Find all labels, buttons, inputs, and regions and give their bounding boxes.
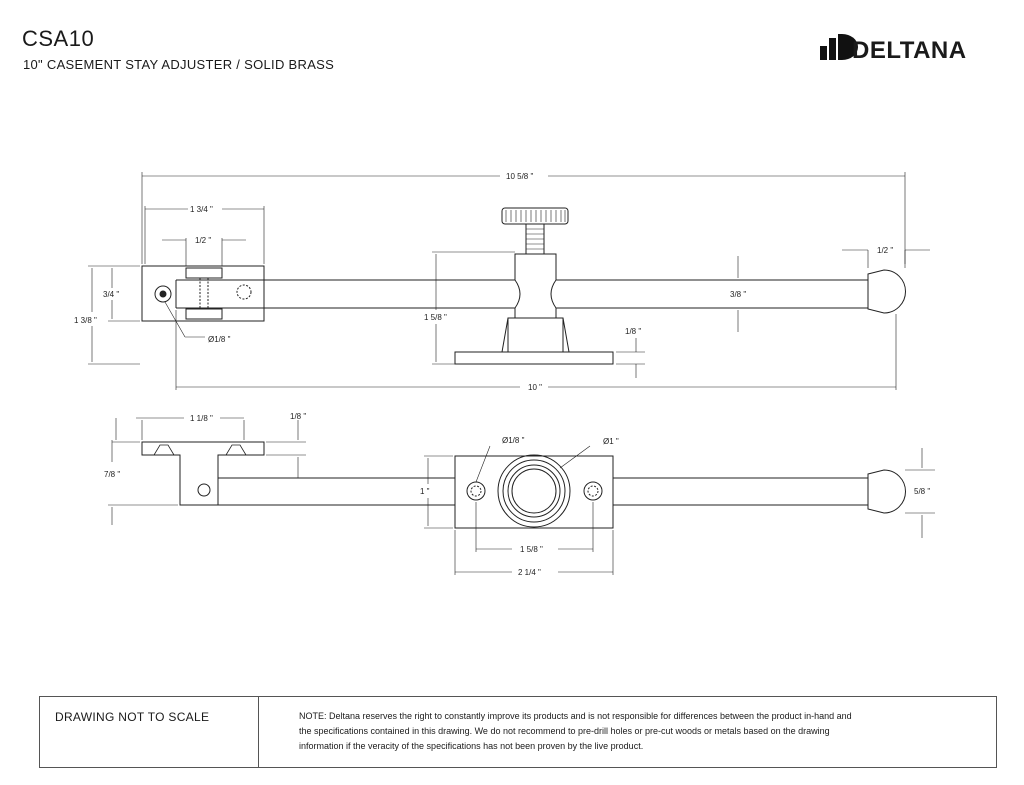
dim-boss-dia: Ø1 " <box>603 437 619 446</box>
dim-ball-height: 5/8 " <box>914 487 930 496</box>
dim-bottom-height: 7/8 " <box>104 470 120 479</box>
footer-box: DRAWING NOT TO SCALE NOTE: Deltana reser… <box>39 696 997 768</box>
dim-end-ball: 1/2 " <box>877 246 893 255</box>
dim-bottom-plate-thickness: 1/8 " <box>290 412 306 421</box>
dim-knob-height: 1 5/8 " <box>424 313 447 322</box>
disclaimer-note: NOTE: Deltana reserves the right to cons… <box>299 709 979 754</box>
deltana-logo-icon <box>820 34 858 60</box>
adjuster-knob <box>501 207 569 225</box>
dim-bracket-height: 3/4 " <box>103 290 119 299</box>
deltana-logo-text: DELTANA <box>852 37 967 64</box>
dim-hinge-gap: 1/2 " <box>195 236 211 245</box>
dim-rod-dia: 3/8 " <box>730 290 746 299</box>
dim-rod-length: 10 " <box>528 383 542 392</box>
dim-overall-length: 10 5/8 " <box>506 172 533 181</box>
dim-bracket-total-height: 1 3/8 " <box>74 316 97 325</box>
dim-hole-spacing: 1 5/8 " <box>520 545 543 554</box>
scale-note: DRAWING NOT TO SCALE <box>55 710 210 724</box>
bottom-rod <box>218 477 870 506</box>
note-line: the specifications contained in this dra… <box>299 726 830 736</box>
model-number: CSA10 <box>22 26 95 51</box>
note-line: information if the veracity of the speci… <box>299 741 644 751</box>
footer-left-cell: DRAWING NOT TO SCALE <box>40 697 259 767</box>
dim-plate-height: 1 " <box>420 487 430 496</box>
dim-hole-dia: Ø1/8 " <box>208 335 231 344</box>
plate-hole-right <box>583 481 603 501</box>
dim-plate-hole-dia: Ø1/8 " <box>502 436 525 445</box>
note-line: NOTE: Deltana reserves the right to cons… <box>299 711 852 721</box>
dim-plate-length: 2 1/4 " <box>518 568 541 577</box>
top-end-ball <box>867 269 906 314</box>
dim-bracket-width: 1 3/4 " <box>190 205 213 214</box>
top-rod <box>176 279 870 309</box>
adjuster-boss <box>497 454 571 528</box>
product-subtitle: 10" CASEMENT STAY ADJUSTER / SOLID BRASS <box>23 57 335 72</box>
dim-bottom-bracket-width: 1 1/8 " <box>190 414 213 423</box>
dim-base-thickness: 1/8 " <box>625 327 641 336</box>
base-plate <box>454 351 614 365</box>
bracket-pivot-hole <box>154 285 172 303</box>
bottom-end-ball <box>867 469 906 514</box>
adjuster-post <box>514 253 557 319</box>
